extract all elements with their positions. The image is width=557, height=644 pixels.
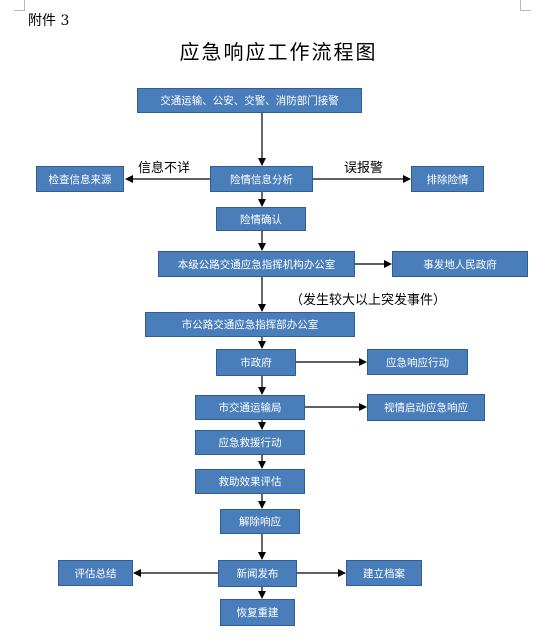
node-city-government: 市政府 (216, 349, 296, 376)
node-evaluation-summary: 评估总结 (58, 560, 133, 586)
node-release: 解除响应 (220, 509, 300, 534)
node-confirm: 险情确认 (216, 207, 306, 231)
node-emergency-action: 应急响应行动 (367, 349, 468, 375)
note-major-event: （发生较大以上突发事件） (290, 293, 447, 308)
node-reception: 交通运输、公安、交警、消防部门接警 (137, 88, 362, 113)
node-transport-bureau: 市交通运输局 (195, 395, 305, 420)
node-evaluation: 救助效果评估 (195, 469, 305, 494)
node-news-release: 新闻发布 (218, 560, 297, 587)
node-analysis: 险情信息分析 (210, 166, 313, 192)
corner-mark-top-left (14, 0, 25, 11)
corner-mark-top-right (520, 0, 531, 11)
node-check-source: 检查信息来源 (36, 166, 124, 192)
node-eliminate: 排除险情 (411, 166, 484, 192)
node-local-government: 事发地人民政府 (392, 251, 528, 277)
node-local-office: 本级公路交通应急指挥机构办公室 (158, 251, 355, 277)
node-city-office: 市公路交通应急指挥部办公室 (145, 312, 355, 337)
node-rescue-action: 应急救援行动 (195, 430, 305, 455)
note-false-alarm: 误报警 (344, 161, 384, 176)
node-restore: 恢复重建 (220, 599, 295, 626)
node-start-response: 视情启动应急响应 (367, 394, 485, 421)
node-archive: 建立档案 (346, 560, 422, 586)
page-title: 应急响应工作流程图 (179, 40, 378, 64)
attachment-label: 附件 3 (28, 13, 70, 29)
note-info-unclear: 信息不详 (138, 161, 191, 176)
